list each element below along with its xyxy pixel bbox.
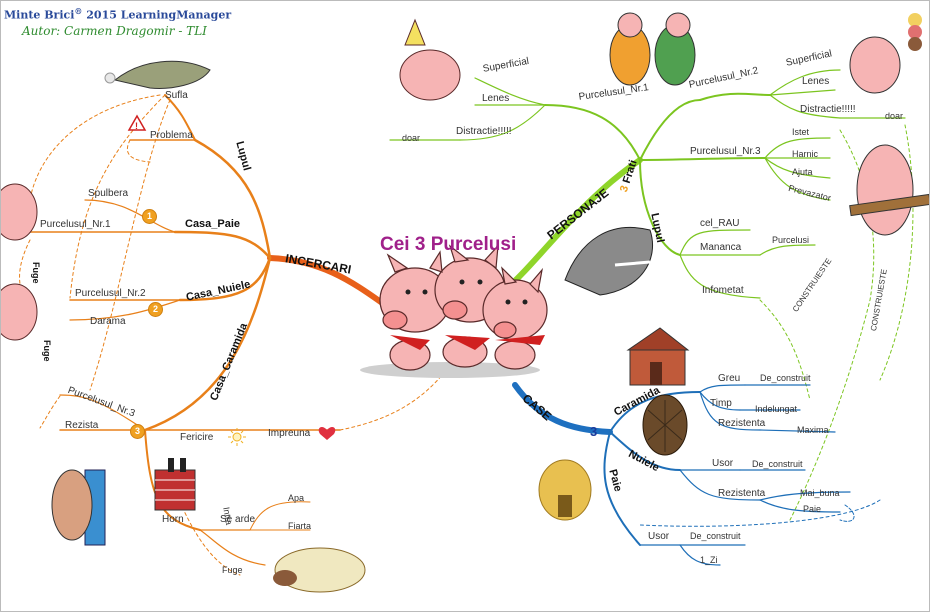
- cel-rau-label: cel_RAU: [700, 218, 740, 229]
- paie-ref-label: Paie: [803, 504, 822, 514]
- p2-distractie-label: Distractie!!!!!: [800, 104, 856, 115]
- fericire-label: Fericire: [180, 432, 214, 443]
- pig-party-illustration: [399, 18, 461, 101]
- badge-3: 3: [130, 424, 145, 439]
- de-construit-label-3: De_construit: [690, 531, 741, 541]
- p2-lenes-label: Lenes: [802, 76, 830, 87]
- maxima-label: Maxima: [797, 425, 829, 435]
- darama-label: Darama: [90, 316, 126, 327]
- warning-icon: !: [127, 114, 147, 131]
- indelungat-label: Indelungat: [755, 404, 798, 414]
- de-construit-label-2: De_construit: [752, 459, 803, 469]
- pig-carrying-plank-illustration: [849, 144, 930, 236]
- hungry-wolf-illustration: [564, 226, 654, 296]
- o-zi-label: 1_Zi: [700, 555, 718, 565]
- pig-running-illustration-1: [0, 183, 38, 241]
- badge-1: 1: [142, 209, 157, 224]
- fiarta-label: Fiarta: [288, 521, 312, 531]
- p3-istet-label: Istet: [792, 127, 810, 137]
- purcelusul-nr2-label: Purcelusul_Nr.2: [75, 288, 146, 299]
- usor-label-2: Usor: [648, 531, 670, 542]
- problema-label: Problema: [150, 130, 193, 141]
- apa-label: Apa: [288, 493, 305, 503]
- p3-label: Purcelusul_Nr.3: [690, 146, 761, 157]
- spulbera-label: Spulbera: [88, 188, 129, 199]
- pig-icecream-illustration: [849, 13, 922, 94]
- sun-icon: [228, 428, 246, 446]
- casa-paie-label: Casa_Paie: [185, 218, 241, 230]
- rezistenta-label-1: Rezistenta: [718, 418, 766, 429]
- horn-label: Horn: [162, 514, 184, 525]
- pig-running-illustration-2: [0, 283, 38, 341]
- p3-harnic-label: Harnic: [792, 149, 819, 159]
- se-arde-label: Se arde: [220, 514, 256, 525]
- usor-label-1: Usor: [712, 458, 734, 469]
- sufla-label: Sufla: [165, 90, 188, 101]
- p1-lenes-label: Lenes: [482, 93, 510, 104]
- chimney-illustration: [154, 458, 196, 511]
- fuge-label-3: Fuge: [222, 565, 243, 575]
- header-title: Minte Brici® 2015 LearningManager: [4, 6, 232, 22]
- straw-house-illustration: [538, 459, 592, 521]
- heart-icon: [318, 427, 336, 440]
- stick-house-illustration: [642, 394, 688, 456]
- central-topic: Cei 3 Purcelusi: [380, 234, 517, 255]
- rezistenta-label-2: Rezistenta: [718, 488, 766, 499]
- timp-label: Timp: [710, 398, 732, 409]
- infometat-label: Infometat: [702, 285, 744, 296]
- rezista-label: Rezista: [65, 420, 99, 431]
- pigs-eating-illustration: [609, 12, 696, 86]
- case-count: 3: [590, 424, 598, 439]
- de-construit-label-1: De_construit: [760, 373, 811, 383]
- impreuna-label: Impreuna: [268, 428, 311, 439]
- mai-buna-label: Mai_buna: [800, 488, 840, 498]
- purcelusul-nr1-label: Purcelusul_Nr.1: [40, 219, 111, 230]
- wolf-blowing-illustration: [104, 60, 211, 89]
- svg-text:!: !: [135, 121, 138, 131]
- burned-wolf-illustration: [273, 547, 366, 593]
- purcelusi-label: Purcelusi: [772, 235, 810, 245]
- p1-distractie-label: Distractie!!!!!: [456, 126, 512, 137]
- badge-2: 2: [148, 302, 163, 317]
- p3-ajuta-label: Ajuta: [792, 167, 813, 177]
- header-author: Autor: Carmen Dragomir - TLI: [22, 24, 207, 38]
- brick-house-illustration: [626, 327, 690, 386]
- p2-doar-label: doar: [885, 111, 904, 121]
- p1-doar-label: doar: [402, 133, 421, 143]
- three-pigs-illustration: [360, 244, 548, 378]
- mananca-label: Mananca: [700, 242, 742, 253]
- greu-label: Greu: [718, 373, 741, 384]
- wolf-at-door-illustration: [51, 469, 106, 546]
